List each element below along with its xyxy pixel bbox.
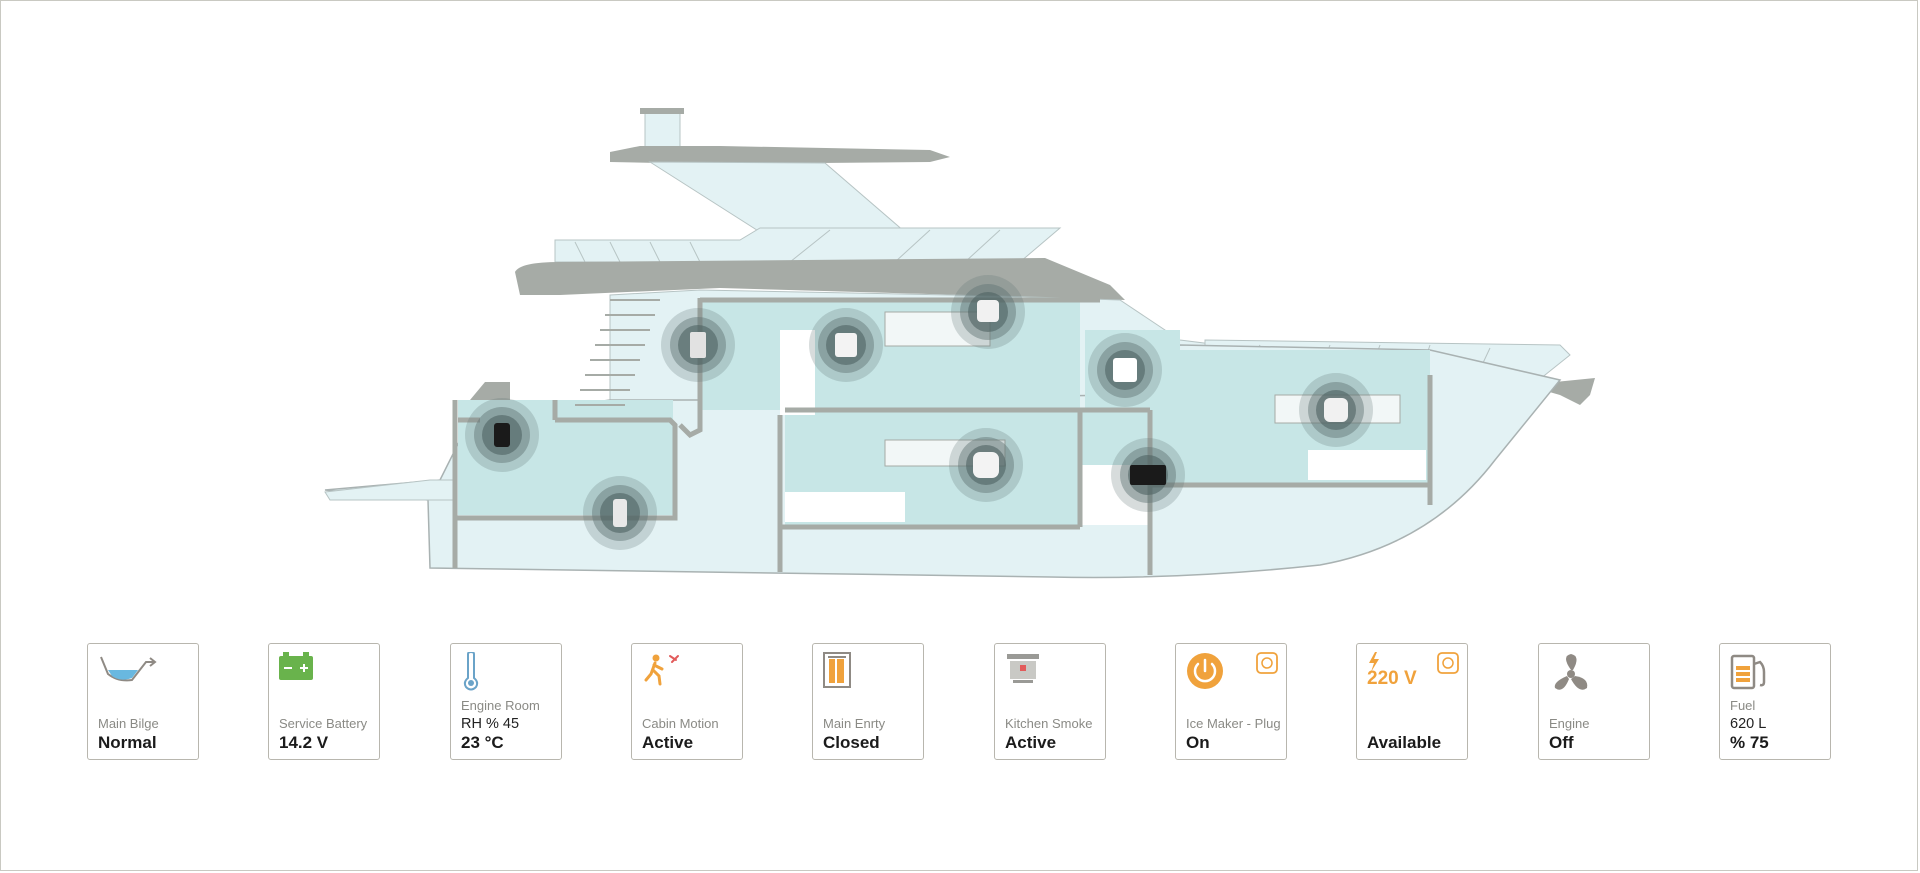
- ice-maker-plug-card[interactable]: Ice Maker - Plug On: [1175, 643, 1287, 760]
- engine-card[interactable]: Engine Off: [1538, 643, 1650, 760]
- stern-cap: [470, 382, 510, 400]
- card-label: Main Enrty: [823, 716, 886, 731]
- bolt-icon: [1369, 652, 1379, 672]
- socket-icon: [1437, 652, 1459, 674]
- card-value: Active: [642, 733, 694, 752]
- motion-sensor-icon: [1113, 358, 1137, 382]
- flybridge-mast: [610, 108, 950, 233]
- card-label: Ice Maker - Plug: [1186, 716, 1281, 731]
- fan-icon: [1554, 654, 1588, 690]
- yacht-cutaway-diagram: [324, 108, 1595, 579]
- service-battery-card[interactable]: Service Battery 14.2 V: [268, 643, 380, 760]
- voltage-value: 220 V: [1367, 668, 1417, 689]
- card-label: Engine Room: [461, 698, 540, 713]
- battery-icon: [279, 652, 313, 680]
- shore-power-card[interactable]: 220 V Available: [1356, 643, 1468, 760]
- socket-icon: [1256, 652, 1278, 674]
- swim-platform: [324, 479, 456, 501]
- humidity-sensor-icon: [973, 452, 999, 478]
- power-icon[interactable]: [1186, 652, 1224, 690]
- kitchen-smoke-card[interactable]: Kitchen Smoke Active: [994, 643, 1106, 760]
- card-value: 23 °C: [461, 733, 504, 752]
- card-label: Cabin Motion: [642, 716, 719, 731]
- card-value: On: [1186, 733, 1210, 752]
- card-label: Kitchen Smoke: [1005, 716, 1093, 731]
- fuel-card[interactable]: Fuel 620 L % 75: [1719, 643, 1831, 760]
- battery-monitor-device[interactable]: [583, 476, 657, 550]
- card-label: Main Bilge: [98, 716, 159, 731]
- card-value: % 75: [1730, 733, 1769, 752]
- smoke-detector-icon: [1007, 654, 1039, 683]
- smoke-detector-icon: [977, 300, 999, 322]
- door-icon: [823, 652, 851, 688]
- phone-device-icon: [494, 423, 510, 447]
- card-value: 14.2 V: [279, 733, 329, 752]
- bilge-icon: [100, 656, 157, 682]
- phone-device-icon: [613, 499, 627, 527]
- main-entry-card[interactable]: Main Enrty Closed: [812, 643, 924, 760]
- card-value: Closed: [823, 733, 880, 752]
- card-label: Engine: [1549, 716, 1590, 731]
- motion-sensor-device[interactable]: [1088, 333, 1162, 407]
- socket-icon: [835, 333, 857, 357]
- card-value: Available: [1367, 733, 1442, 752]
- card-value: Off: [1549, 733, 1574, 752]
- walls: [452, 297, 1433, 575]
- card-value: Active: [1005, 733, 1057, 752]
- engine-controller-device[interactable]: [1111, 438, 1185, 512]
- card-label: Fuel: [1730, 698, 1756, 713]
- main-bilge-card[interactable]: Main Bilge Normal: [87, 643, 199, 760]
- walking-person-icon: [644, 654, 679, 686]
- smart-plug-device[interactable]: [809, 308, 883, 382]
- card-value: Normal: [98, 733, 157, 752]
- stairs: [575, 299, 660, 406]
- card-extra: RH % 45: [461, 716, 520, 732]
- upper-deck: [515, 227, 1125, 300]
- bilge-sensor-device[interactable]: [465, 398, 539, 472]
- smoke-detector-device[interactable]: [951, 275, 1025, 349]
- door-sensor-device[interactable]: [661, 308, 735, 382]
- engine-room-card[interactable]: Engine Room RH % 45 23 °C: [450, 643, 562, 760]
- cabin-motion-card[interactable]: Cabin Motion Active: [631, 643, 743, 760]
- thermometer-icon: [463, 652, 479, 691]
- ceiling-sensor-icon: [1324, 398, 1348, 422]
- climate-sensor-device[interactable]: [949, 428, 1023, 502]
- card-extra: 620 L: [1730, 716, 1767, 732]
- controller-board-icon: [1130, 465, 1166, 485]
- card-label: Service Battery: [279, 716, 368, 731]
- door-contact-icon: [690, 332, 706, 358]
- fuel-pump-icon: [1730, 654, 1766, 690]
- cabin-sensor-device[interactable]: [1299, 373, 1373, 447]
